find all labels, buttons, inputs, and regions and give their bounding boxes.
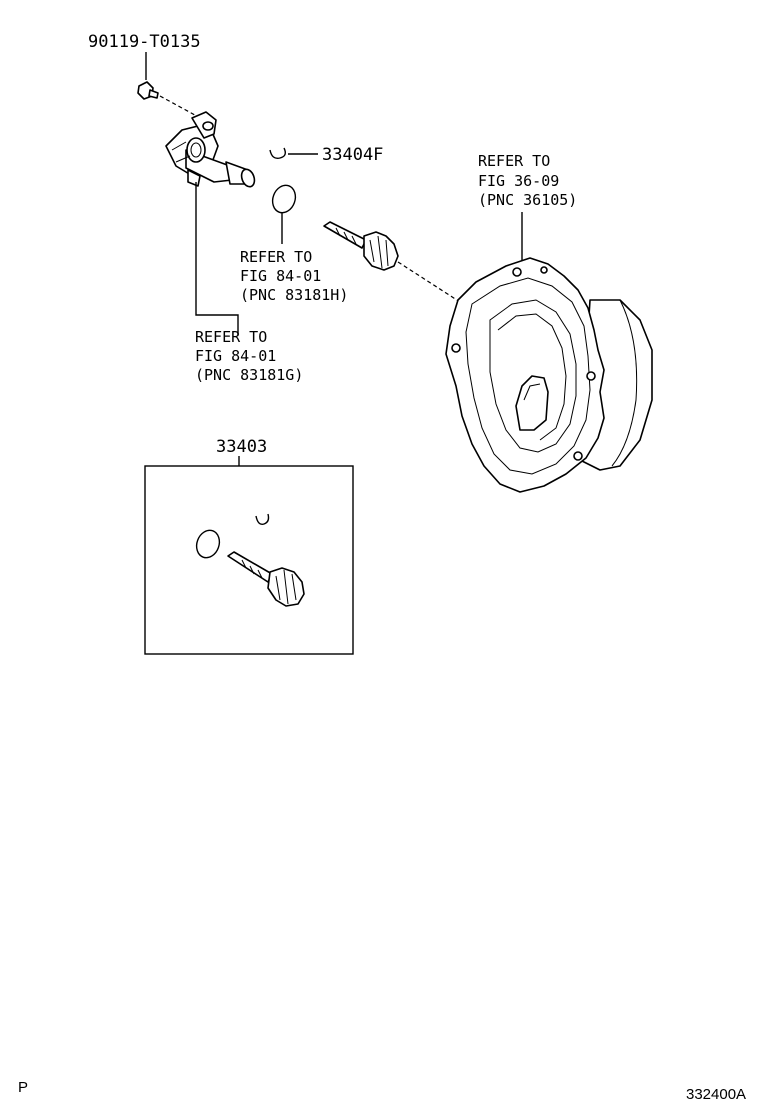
svg-text:FIG 84-01: FIG 84-01 [240,267,321,285]
svg-text:(PNC 83181G): (PNC 83181G) [195,366,303,384]
svg-text:REFER TO: REFER TO [478,152,550,170]
bolt-dash-line [159,95,205,121]
illustration-number: 332400A [686,1086,746,1103]
sensor-leader-line [195,182,239,335]
kit-o-ring-part[interactable] [193,527,223,561]
sensor-refer-label[interactable]: REFER TO FIG 84-01 (PNC 83181G) [195,328,303,384]
bolt-part-number[interactable]: 90119-T0135 [88,32,201,52]
o-ring-refer-label[interactable]: REFER TO FIG 84-01 (PNC 83181H) [240,248,348,304]
svg-text:FIG 36-09: FIG 36-09 [478,172,559,190]
svg-text:FIG 84-01: FIG 84-01 [195,347,276,365]
extension-housing-part[interactable] [445,257,653,493]
clip-part[interactable] [269,147,287,160]
bolt-part[interactable] [137,81,159,100]
kit-clip-part[interactable] [255,513,270,526]
housing-refer-label[interactable]: REFER TO FIG 36-09 (PNC 36105) [478,152,577,209]
corner-code-left: P [18,1079,28,1096]
kit-part-number[interactable]: 33403 [216,437,267,457]
svg-text:REFER TO: REFER TO [195,328,267,346]
driven-gear-part[interactable] [323,221,399,271]
svg-text:REFER TO: REFER TO [240,248,312,266]
gear-dash-line [397,261,461,303]
svg-text:(PNC 36105): (PNC 36105) [478,191,577,209]
o-ring-part[interactable] [269,182,299,216]
svg-text:(PNC 83181H): (PNC 83181H) [240,286,348,304]
kit-driven-gear-part[interactable] [227,551,305,607]
kit-box [144,465,354,655]
speed-sensor-part[interactable] [165,111,257,189]
clip-part-number[interactable]: 33404F [322,145,383,165]
